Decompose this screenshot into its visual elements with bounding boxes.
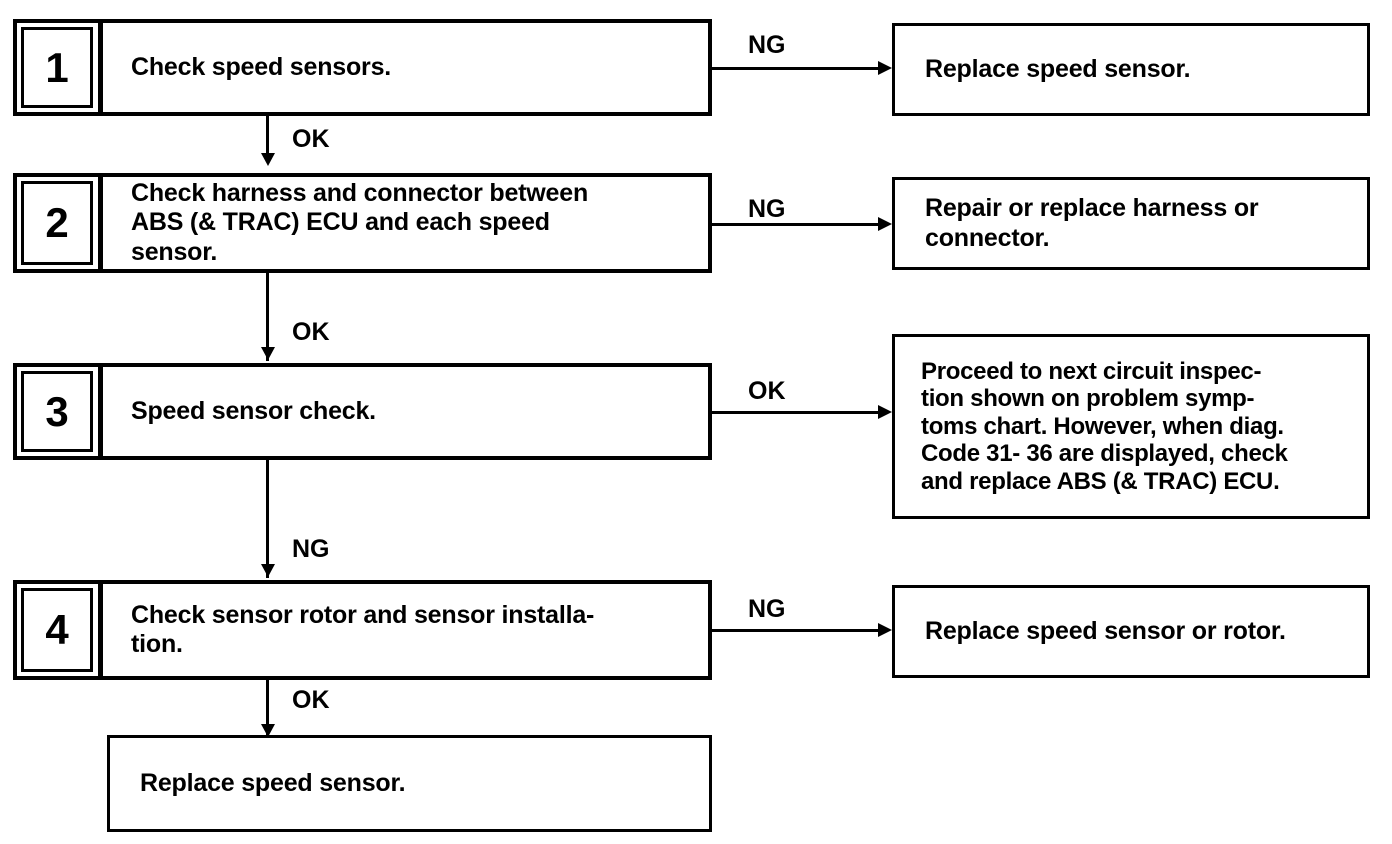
result-text-4: Replace speed sensor or rotor.	[925, 616, 1286, 645]
result-text-1: Replace speed sensor.	[925, 54, 1191, 83]
step-text-2: Check harness and connector between ABS …	[103, 177, 708, 269]
step-number-4: 4	[45, 606, 69, 653]
result-text-3-line-4: Code 31- 36 are displayed, check	[921, 440, 1288, 468]
step-text-2-line-1: Check harness and connector between	[131, 178, 589, 207]
edge-label-ok-3: OK	[748, 377, 786, 405]
edge-label-ok-1-2: OK	[292, 125, 330, 153]
edge-label-ok-4-final: OK	[292, 686, 330, 714]
step-number-badge-4: 4	[17, 584, 103, 676]
step-text-1: Check speed sensors.	[103, 23, 708, 112]
edge-label-ng-3-4: NG	[292, 535, 330, 563]
step-text-3-line-1: Speed sensor check.	[131, 396, 376, 425]
connector-step3-step4-arrowhead	[261, 564, 275, 577]
step-number-1: 1	[45, 43, 69, 91]
connector-step3-ok-arrowhead	[878, 405, 892, 419]
result-box-1[interactable]: Replace speed sensor.	[892, 23, 1370, 116]
result-text-3-line-3: toms chart. However, when diag.	[921, 412, 1284, 440]
connector-step1-ng-arrowhead	[878, 61, 892, 75]
connector-step3-ok-line	[712, 411, 882, 414]
result-text-3-line-5: and replace ABS (& TRAC) ECU.	[921, 467, 1280, 495]
step-number-badge-1: 1	[17, 23, 103, 112]
final-box[interactable]: Replace speed sensor.	[107, 735, 712, 832]
edge-label-ng-1: NG	[748, 31, 786, 59]
connector-step1-step2-line	[266, 116, 269, 162]
final-box-text: Replace speed sensor.	[140, 768, 406, 797]
connector-step4-ng-arrowhead	[878, 623, 892, 637]
connector-step1-step2-arrowhead	[261, 153, 275, 166]
result-text-3-line-2: tion shown on problem symp-	[921, 385, 1255, 413]
connector-step2-step3-line	[266, 273, 269, 361]
result-box-4[interactable]: Replace speed sensor or rotor.	[892, 585, 1370, 678]
step-box-3[interactable]: 3 Speed sensor check.	[13, 363, 712, 460]
step-number-2: 2	[45, 199, 69, 246]
connector-step4-final-arrowhead	[261, 724, 275, 737]
step-text-4-line-1: Check sensor rotor and sensor installa-	[131, 600, 595, 629]
edge-label-ng-2: NG	[748, 195, 786, 223]
step-text-2-line-2: ABS (& TRAC) ECU and each speed	[131, 208, 550, 237]
connector-step2-step3-arrowhead	[261, 347, 275, 360]
step-text-4-line-2: tion.	[131, 630, 183, 658]
connector-step4-ng-line	[712, 629, 882, 632]
step-box-4[interactable]: 4 Check sensor rotor and sensor installa…	[13, 580, 712, 680]
step-text-4: Check sensor rotor and sensor installa- …	[103, 584, 708, 676]
step-number-3: 3	[45, 387, 69, 435]
result-box-3[interactable]: Proceed to next circuit inspec- tion sho…	[892, 334, 1370, 519]
result-box-2[interactable]: Repair or replace harness or connector.	[892, 177, 1370, 270]
step-text-3: Speed sensor check.	[103, 367, 708, 456]
connector-step2-ng-arrowhead	[878, 217, 892, 231]
result-text-3-line-1: Proceed to next circuit inspec-	[921, 358, 1262, 386]
result-text-2-line-1: Repair or replace harness or	[925, 194, 1259, 222]
step-box-2[interactable]: 2 Check harness and connector between AB…	[13, 173, 712, 273]
result-text-2-line-2: connector.	[925, 223, 1050, 252]
connector-step4-final-line	[266, 680, 269, 738]
edge-label-ok-2-3: OK	[292, 318, 330, 346]
connector-step3-step4-line	[266, 460, 269, 578]
connector-step2-ng-line	[712, 223, 882, 226]
connector-step1-ng-line	[712, 67, 882, 70]
step-box-1[interactable]: 1 Check speed sensors.	[13, 19, 712, 116]
step-text-1-line-1: Check speed sensors.	[131, 52, 392, 81]
step-number-badge-2: 2	[17, 177, 103, 269]
edge-label-ng-4: NG	[748, 595, 786, 623]
step-number-badge-3: 3	[17, 367, 103, 456]
step-text-2-line-3: sensor.	[131, 237, 218, 266]
